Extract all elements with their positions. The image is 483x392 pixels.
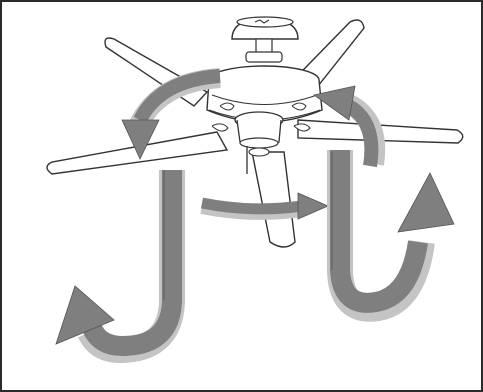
airflow-arrow-right-curve: [313, 85, 386, 168]
airflow-arrow-bottom-straight: [200, 192, 330, 220]
fan-blade-front: [251, 151, 296, 248]
airflow-arrow-right-hook: [327, 150, 455, 322]
airflow-arrow-left-hook: [55, 170, 185, 363]
ceiling-canopy: [231, 16, 299, 63]
airflow-arrow-left-curve: [121, 68, 221, 160]
motor-housing: [206, 65, 323, 132]
switch-housing: [234, 111, 284, 157]
